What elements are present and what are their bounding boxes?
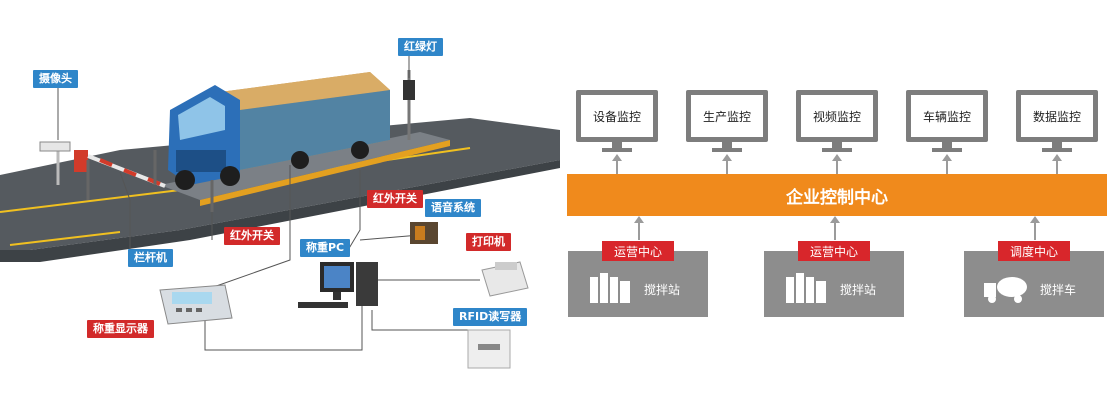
monitor-data: 数据监控 bbox=[1016, 90, 1098, 152]
arrow-up bbox=[1052, 154, 1062, 174]
arrow-up bbox=[612, 154, 622, 174]
camera-label: 摄像头 bbox=[33, 70, 78, 88]
ir-switch-label-mid: 红外开关 bbox=[224, 227, 280, 245]
rfid-label: RFID读写器 bbox=[453, 308, 528, 326]
arrow-up bbox=[942, 154, 952, 174]
center-text: 搅拌站 bbox=[840, 283, 877, 297]
rfid-reader-device bbox=[467, 329, 511, 369]
weigh-pc-device bbox=[298, 262, 378, 308]
monitor-label: 数据监控 bbox=[1021, 95, 1093, 137]
arrow-up bbox=[832, 154, 842, 174]
weigh-pc-label: 称重PC bbox=[300, 239, 351, 257]
arrow-up bbox=[830, 216, 840, 240]
mixing-plant-icon bbox=[786, 273, 826, 303]
monitor-label: 设备监控 bbox=[581, 95, 653, 137]
monitor-video: 视频监控 bbox=[796, 90, 878, 152]
operation-center-1: 运营中心 搅拌站 bbox=[568, 241, 708, 317]
monitor-label: 车辆监控 bbox=[911, 95, 983, 137]
barrier-label: 栏杆机 bbox=[128, 249, 173, 267]
center-label: 运营中心 bbox=[798, 241, 870, 261]
dispatch-center: 调度中心 搅拌车 bbox=[964, 241, 1104, 317]
traffic-light bbox=[403, 80, 415, 100]
camera bbox=[39, 141, 71, 152]
voice-system-label: 语音系统 bbox=[425, 199, 481, 217]
center-text: 搅拌站 bbox=[644, 283, 681, 297]
center-label: 运营中心 bbox=[602, 241, 674, 261]
mixing-plant-icon bbox=[590, 273, 630, 303]
monitor-label: 生产监控 bbox=[691, 95, 763, 137]
weigh-display-label: 称重显示器 bbox=[87, 320, 154, 338]
center-label: 调度中心 bbox=[998, 241, 1070, 261]
weigh-display-device bbox=[159, 284, 233, 325]
monitor-vehicle: 车辆监控 bbox=[906, 90, 988, 152]
operation-center-2: 运营中心 搅拌站 bbox=[764, 241, 904, 317]
weighbridge-scene bbox=[0, 48, 560, 369]
monitor-equipment: 设备监控 bbox=[576, 90, 658, 152]
control-center-bar: 企业控制中心 bbox=[567, 174, 1107, 216]
monitor-production: 生产监控 bbox=[686, 90, 768, 152]
arrow-up bbox=[722, 154, 732, 174]
center-text: 搅拌车 bbox=[1040, 283, 1077, 297]
voice-speaker-device bbox=[410, 222, 438, 244]
arrow-up bbox=[634, 216, 644, 240]
mixer-truck-icon bbox=[984, 277, 1027, 303]
barrier-gate-post bbox=[74, 150, 88, 172]
printer-device bbox=[481, 261, 529, 297]
ir-switch-label-top: 红外开关 bbox=[367, 190, 423, 208]
arrow-up bbox=[1030, 216, 1040, 240]
traffic-light-label: 红绿灯 bbox=[398, 38, 443, 56]
printer-label: 打印机 bbox=[466, 233, 511, 251]
monitor-label: 视频监控 bbox=[801, 95, 873, 137]
